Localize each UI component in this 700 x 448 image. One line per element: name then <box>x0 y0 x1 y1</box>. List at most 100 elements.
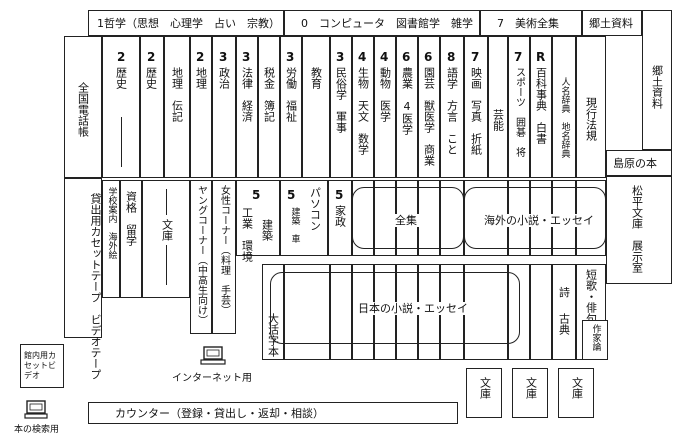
shelf-geography: 2 地理 <box>190 36 212 178</box>
shelf-jp-1 <box>284 264 330 360</box>
foreign-novels-label: 海外の小説・エッセイ <box>482 214 596 227</box>
shelf-film-photo: 7 映画 写真 折紙 <box>464 36 488 178</box>
shelf-number: R <box>536 50 546 64</box>
shelf-label: 家政 <box>333 205 347 227</box>
shelf-cassette-listen: 館内用カセットビデオ <box>20 344 64 388</box>
shelf-label: 建築 車 <box>289 207 300 243</box>
search-pc-icon <box>24 400 48 420</box>
shelf-number: 3 <box>286 50 295 64</box>
shelf-cassette-listen-label: 館内用カセットビデオ <box>24 351 56 380</box>
shelf-label: 農業 4医学 <box>400 67 414 135</box>
shelf-label: 税金 簿記 <box>262 67 276 122</box>
shelf-history-1: 2 歴史 <box>102 36 140 178</box>
shelf-number: 3 <box>242 50 251 64</box>
shelf-phone-book: 全国電話帳 <box>64 36 102 178</box>
shelf-number: 6 <box>402 50 411 64</box>
shelf-law-economics: 3 法律 経済 <box>236 36 258 178</box>
shelf-shimabara: 島原の本 <box>606 150 672 176</box>
shelf-qualification: 資格 留学 <box>120 180 142 298</box>
shelf-label: 教育 <box>309 67 323 89</box>
young-corner: ヤングコーナー（中高生向け） <box>190 180 212 334</box>
internet-pc-icon <box>200 346 226 366</box>
shelf-jp-8 <box>464 264 508 360</box>
shelf-performing-arts: 芸能 <box>488 36 508 178</box>
matsudaira-bunko-label: 松平文庫 展示室 <box>630 185 644 273</box>
shelf-label: 百科事典 白書 <box>534 67 548 144</box>
shelf-rental-tapes: 貸出用カセットテープ ビデオテープ <box>64 178 102 380</box>
shelf-label: 学校案内 海外絵 <box>106 187 117 259</box>
women-corner: 女性コーナー（料理 手芸） <box>212 180 236 334</box>
shelf-encyclopedia: R 百科事典 白書 <box>530 36 552 178</box>
shelf-label: 芸能 <box>491 109 505 131</box>
shelf-art-collection: 7 美術全集 <box>480 10 582 36</box>
shelf-number: 3 <box>219 50 228 64</box>
shelf-label: 法律 経済 <box>240 67 254 122</box>
divider <box>121 117 122 167</box>
shelf-label: 資格 留学 <box>124 191 138 246</box>
shelf-education: 教育 <box>302 36 330 178</box>
shelf-jp-10 <box>530 264 552 360</box>
shelf-label: 園芸 獣医学 商業 <box>422 67 436 166</box>
shelf-folklore-military: 3 民俗学 軍事 <box>330 36 352 178</box>
shelf-art-label: 7 美術全集 <box>497 17 559 30</box>
shelf-label: 歴史 <box>144 67 158 89</box>
shelf-label: 作家論 <box>590 324 601 351</box>
divider <box>166 245 167 285</box>
shelf-jp-2 <box>330 264 352 360</box>
shelf-philosophy-label: 1哲学（思想 心理学 占い 宗教） <box>97 17 280 30</box>
shelf-number: 5 <box>335 188 344 202</box>
shelf-bunko-bottom-3: 文庫 <box>558 368 594 418</box>
shelf-phone-book-label: 全国電話帳 <box>76 82 90 137</box>
shelf-large-print: 大活字本 <box>262 264 284 360</box>
shelf-local-top: 郷土資料 <box>582 10 642 36</box>
shelf-local-side-label: 郷土資料 <box>650 65 664 109</box>
shelf-label: 地理 伝記 <box>170 67 184 122</box>
shelf-label: 人名辞典 地名辞典 <box>559 77 570 158</box>
shelf-language: 8 語学 方言 こと <box>440 36 464 178</box>
shelf-label: 動物 医学 <box>378 67 392 122</box>
shelf-number: 詩 <box>559 286 570 299</box>
counter: カウンター（登録・貸出し・返却・相談） <box>88 402 458 424</box>
shelf-label: 文庫 <box>570 377 584 399</box>
shelf-tax-bookkeeping: 税金 簿記 <box>258 36 280 178</box>
matsudaira-bunko: 松平文庫 展示室 <box>606 176 672 284</box>
shelf-label: 歴史 <box>114 67 128 89</box>
shelf-computers: 5 パソコン 建築 車 <box>280 180 328 256</box>
shelf-history-2: 2 歴史 <box>140 36 164 178</box>
counter-label: カウンター（登録・貸出し・返却・相談） <box>115 407 324 420</box>
shelf-poetry: 詩 古典 <box>552 264 576 360</box>
shelf-bunko-bottom-2: 文庫 <box>512 368 548 418</box>
shelf-current-laws: 現行法規 <box>576 36 606 178</box>
women-corner-label: 女性コーナー（料理 手芸） <box>218 185 230 315</box>
shelf-number: 7 <box>514 50 523 64</box>
shelf-number: 4 <box>380 50 389 64</box>
shelf-number: 7 <box>471 50 480 64</box>
shelf-gardening-commerce: 6 園芸 獣医学 商業 <box>418 36 440 178</box>
shelf-label: パソコン <box>308 187 322 231</box>
shelf-rental-tapes-label: 貸出用カセットテープ ビデオテープ <box>89 193 102 380</box>
shelf-number: 6 <box>424 50 433 64</box>
search-pc-label: 本の検索用 <box>14 425 60 435</box>
japanese-novels-section <box>270 272 520 344</box>
divider <box>166 189 167 215</box>
japanese-novels-label: 日本の小説・エッセイ <box>356 302 470 315</box>
zenshu-label: 全集 <box>393 214 419 227</box>
shelf-label: 民俗学 軍事 <box>334 67 348 133</box>
shelf-bunko-bottom-1: 文庫 <box>466 368 502 418</box>
shelf-label: 労働 福祉 <box>284 67 298 122</box>
shelf-name-dictionaries: 人名辞典 地名辞典 <box>552 36 576 178</box>
shelf-labor-welfare: 3 労働 福祉 <box>280 36 302 178</box>
shelf-label: 文庫 <box>478 377 492 399</box>
shelf-number: 4 <box>358 50 367 64</box>
shelf-engineering: 5 工業 環境 建築 <box>236 180 280 262</box>
shelf-label: 文庫 <box>524 377 538 399</box>
shelf-label: 生物 天文 数学 <box>356 67 370 155</box>
shelf-label: 地理 <box>194 67 208 89</box>
shelf-sports: 7 スポーツ 囲碁 将 <box>508 36 530 178</box>
shelf-household: 5 家政 <box>328 180 352 256</box>
shelf-general: 0 コンピュータ 図書館学 雑学 <box>284 10 480 36</box>
shelf-writers: 作家論 <box>582 320 608 360</box>
shelf-label: 政治 <box>217 67 231 89</box>
shelf-animals-medicine: 4 動物 医学 <box>374 36 396 178</box>
shelf-label: 建築 <box>260 219 274 241</box>
